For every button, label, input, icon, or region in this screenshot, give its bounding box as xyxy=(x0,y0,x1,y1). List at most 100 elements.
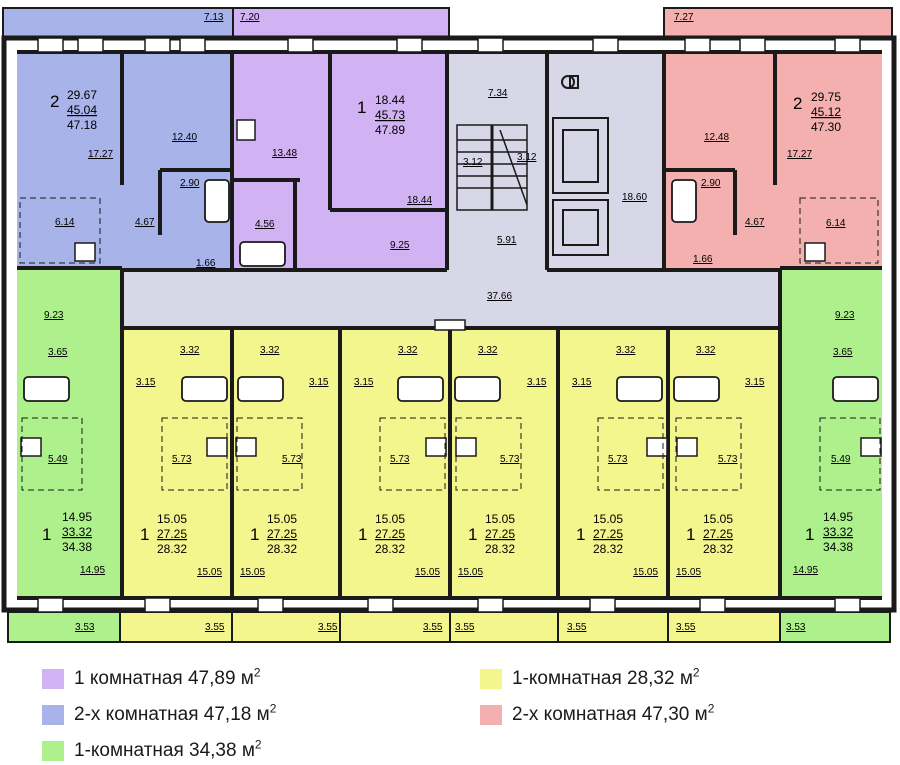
room-count: 1 xyxy=(358,525,367,544)
kitchen-area: 5.73 xyxy=(608,454,628,465)
balcony-top-middle xyxy=(232,7,450,39)
kitchen-zones xyxy=(19,197,881,491)
corridor-area: 37.66 xyxy=(487,291,512,302)
balcony-label: 7.13 xyxy=(204,12,224,23)
area-with-balcony: 47.30 xyxy=(811,120,841,134)
balcony-top-right xyxy=(663,7,893,39)
living-area: 15.05 xyxy=(375,512,405,526)
living-area: 15.05 xyxy=(703,512,733,526)
lobby-area: 7.34 xyxy=(488,88,508,99)
area-with-balcony: 47.89 xyxy=(375,123,405,137)
living-area: 29.75 xyxy=(811,90,841,104)
core-lobby xyxy=(447,52,547,270)
legend-item-pink: 2-х комнатная 47,30 м2 xyxy=(480,701,714,729)
living-area: 15.05 xyxy=(485,512,515,526)
room-area: 17.27 xyxy=(787,149,812,160)
legend-item-yellow: 1-комнатная 28,32 м2 xyxy=(480,665,700,693)
elevator-icon xyxy=(552,75,609,256)
room-area: 15.05 xyxy=(458,567,483,578)
room-count: 2 xyxy=(793,94,802,113)
area-with-balcony: 28.32 xyxy=(375,542,405,556)
room-count: 1 xyxy=(42,525,51,544)
living-area: 14.95 xyxy=(62,510,92,524)
living-area: 29.67 xyxy=(67,88,97,102)
room-area: 17.27 xyxy=(88,149,113,160)
room-area: 15.05 xyxy=(633,567,658,578)
balcony-label: 7.20 xyxy=(240,12,260,23)
balcony-bottom-5 xyxy=(449,611,559,643)
kitchen-area: 5.73 xyxy=(500,454,520,465)
room-area: 12.40 xyxy=(172,132,197,143)
hall-area: 3.15 xyxy=(745,377,765,388)
room-area: 15.05 xyxy=(415,567,440,578)
wc-area: 1.66 xyxy=(196,258,216,269)
apartment-yellow-4 xyxy=(450,328,558,598)
room-area: 15.05 xyxy=(676,567,701,578)
bath-area: 3.32 xyxy=(398,345,418,356)
legend-label: 1-комнатная 34,38 м2 xyxy=(74,737,262,761)
total-area: 27.25 xyxy=(485,527,515,541)
area-with-balcony: 28.32 xyxy=(485,542,515,556)
room-area: 12.48 xyxy=(704,132,729,143)
legend-swatch-blue xyxy=(42,705,64,725)
legend-swatch-green xyxy=(42,741,64,761)
legend-item-purple: 1 комнатная 47,89 м2 xyxy=(42,665,261,693)
stove-icons xyxy=(20,119,882,457)
total-area: 33.32 xyxy=(823,525,853,539)
kitchen-area: 9.25 xyxy=(390,240,410,251)
living-area: 14.95 xyxy=(823,510,853,524)
hall-area: 3.15 xyxy=(309,377,329,388)
room-area: 14.95 xyxy=(80,565,105,576)
room-count: 1 xyxy=(686,525,695,544)
apartment-yellow-1 xyxy=(122,328,232,598)
living-area: 15.05 xyxy=(157,512,187,526)
legend-swatch-yellow xyxy=(480,669,502,689)
kitchen-area: 5.73 xyxy=(282,454,302,465)
kitchen-area: 5.73 xyxy=(390,454,410,465)
area-with-balcony: 28.32 xyxy=(703,542,733,556)
area-with-balcony: 28.32 xyxy=(593,542,623,556)
wc-area: 1.66 xyxy=(693,254,713,265)
bath-area: 4.56 xyxy=(255,219,275,230)
room-count: 1 xyxy=(250,525,259,544)
total-area: 27.25 xyxy=(703,527,733,541)
room-area: 15.05 xyxy=(197,567,222,578)
balcony-bottom-1 xyxy=(7,611,121,643)
hall-area: 4.67 xyxy=(135,217,155,228)
legend-label: 2-х комнатная 47,18 м2 xyxy=(74,701,277,725)
hall-area: 3.15 xyxy=(572,377,592,388)
area-with-balcony: 34.38 xyxy=(823,540,853,554)
bath-area: 3.65 xyxy=(48,347,68,358)
living-area: 15.05 xyxy=(593,512,623,526)
bath-area: 3.32 xyxy=(696,345,716,356)
living-area: 15.05 xyxy=(267,512,297,526)
balcony-label: 3.55 xyxy=(205,622,225,633)
kitchen-area: 6.14 xyxy=(826,218,846,229)
window-icons xyxy=(37,37,861,613)
apartment-yellow-3 xyxy=(340,328,450,598)
apartment-yellow-6 xyxy=(668,328,780,598)
kitchen-area: 5.73 xyxy=(718,454,738,465)
area-with-balcony: 34.38 xyxy=(62,540,92,554)
legend-label: 2-х комнатная 47,30 м2 xyxy=(512,701,715,725)
total-area: 45.12 xyxy=(811,105,841,119)
hall-area: 4.67 xyxy=(745,217,765,228)
bath-area: 3.32 xyxy=(260,345,280,356)
bathtub-icons xyxy=(23,179,879,402)
apartment-yellow-2 xyxy=(232,328,340,598)
legend: 1 комнатная 47,89 м2 2-х комнатная 47,18… xyxy=(0,655,900,763)
total-area: 27.25 xyxy=(593,527,623,541)
bath-area: 3.65 xyxy=(833,347,853,358)
total-area: 33.32 xyxy=(62,525,92,539)
balcony-label: 3.55 xyxy=(318,622,338,633)
bath-area: 3.32 xyxy=(478,345,498,356)
bath-area: 2.90 xyxy=(180,178,200,189)
legend-label: 1-комнатная 28,32 м2 xyxy=(512,665,700,689)
elevator-hall-area: 18.60 xyxy=(622,192,647,203)
bath-area: 2.90 xyxy=(701,178,721,189)
room-count: 1 xyxy=(357,98,366,117)
balcony-label: 7.27 xyxy=(674,12,694,23)
corridor xyxy=(122,268,780,328)
total-area: 45.73 xyxy=(375,108,405,122)
area-with-balcony: 28.32 xyxy=(267,542,297,556)
